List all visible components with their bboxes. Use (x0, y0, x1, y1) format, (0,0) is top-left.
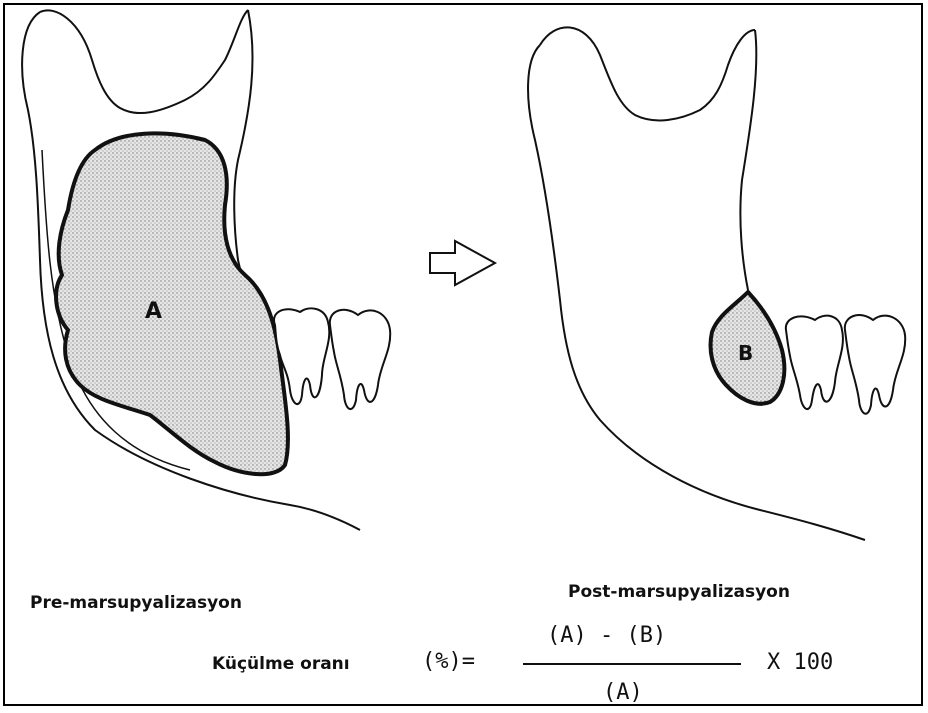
fraction-bar (523, 663, 741, 665)
cyst-b-label: B (738, 341, 753, 365)
post-caption: Post-marsupyalizasyon (568, 582, 790, 602)
cyst-a-label: A (145, 299, 162, 324)
post-ramus-notch (540, 27, 755, 120)
pre-molar-2 (330, 310, 390, 409)
formula-percent: (%)= (422, 649, 475, 674)
right-arrow-icon (430, 241, 495, 285)
formula-numerator: (A) - (B) (547, 623, 666, 648)
cyst-a (56, 133, 288, 474)
post-molar-1 (786, 316, 843, 409)
pre-caption: Pre-marsupyalizasyon (30, 593, 242, 613)
formula-label: Küçülme oranı (212, 654, 350, 674)
post-mandible-outline (528, 45, 865, 540)
post-molar-2 (845, 315, 905, 414)
post-ramus-posterior (740, 30, 756, 290)
pre-mandible (22, 10, 390, 530)
formula-denominator: (A) (603, 680, 643, 705)
formula-multiplier: X 100 (767, 650, 833, 675)
post-mandible (528, 27, 905, 540)
pre-ramus-notch (40, 10, 248, 113)
